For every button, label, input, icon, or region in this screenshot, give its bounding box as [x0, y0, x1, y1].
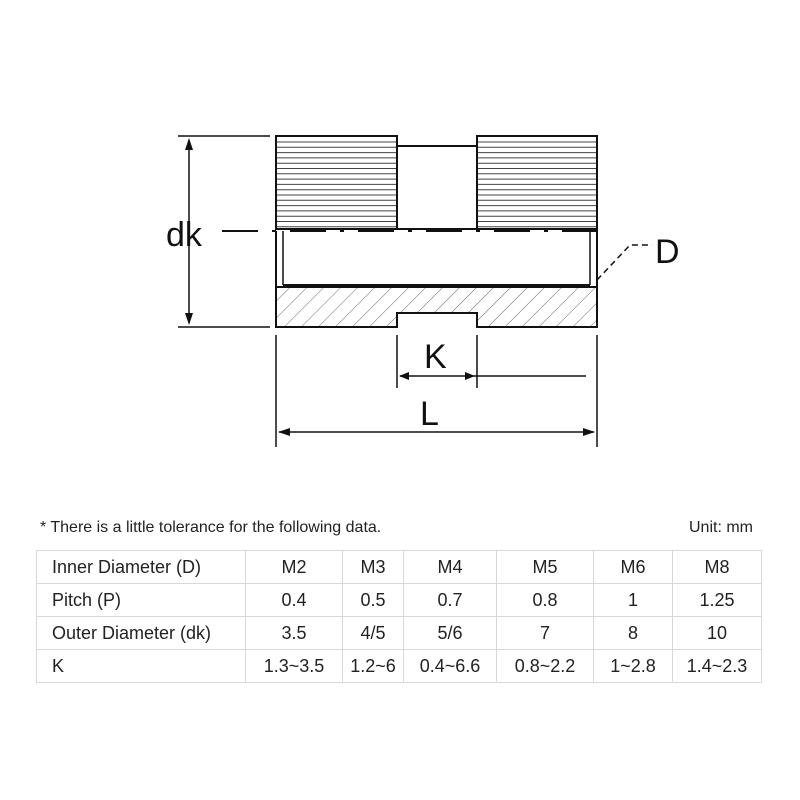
table-cell: 10 — [672, 616, 762, 650]
table-row: Inner Diameter (D) M2 M3 M4 M5 M6 M8 — [36, 550, 762, 584]
l-label: L — [420, 395, 439, 433]
row-label: K — [36, 649, 246, 683]
table-row: Outer Diameter (dk) 3.5 4/5 5/6 7 8 10 — [36, 616, 762, 650]
knurled-section-right — [476, 135, 598, 230]
table-cell: 0.4~6.6 — [403, 649, 497, 683]
hatched-wall — [275, 286, 598, 328]
insert-nut-dimension-drawing: dk D K L — [166, 135, 680, 447]
row-label: Inner Diameter (D) — [36, 550, 246, 584]
table-cell: 1 — [593, 583, 673, 617]
row-label: Pitch (P) — [36, 583, 246, 617]
table-cell: 7 — [496, 616, 594, 650]
table-cell: 0.8~2.2 — [496, 649, 594, 683]
table-cell: M2 — [245, 550, 343, 584]
specification-table: Inner Diameter (D) M2 M3 M4 M5 M6 M8 Pit… — [36, 550, 762, 683]
table-cell: 1.3~3.5 — [245, 649, 343, 683]
table-cell: 0.4 — [245, 583, 343, 617]
table-cell: 5/6 — [403, 616, 497, 650]
row-label: Outer Diameter (dk) — [36, 616, 246, 650]
table-cell: 0.7 — [403, 583, 497, 617]
l-dimension — [275, 335, 598, 447]
dk-label: dk — [166, 216, 203, 254]
table-cell: M4 — [403, 550, 497, 584]
table-cell: M5 — [496, 550, 594, 584]
table-cell: 0.8 — [496, 583, 594, 617]
table-cell: 4/5 — [342, 616, 404, 650]
table-cell: 0.5 — [342, 583, 404, 617]
table-cell: 1~2.8 — [593, 649, 673, 683]
table-cell: 1.4~2.3 — [672, 649, 762, 683]
table-cell: 3.5 — [245, 616, 343, 650]
d-leader — [596, 244, 652, 281]
unit-note: Unit: mm — [689, 519, 753, 536]
tolerance-note: * There is a little tolerance for the fo… — [40, 519, 382, 536]
knurled-section-left — [275, 135, 398, 230]
dk-dimension — [178, 135, 270, 328]
table-cell: M6 — [593, 550, 673, 584]
table-row: K 1.3~3.5 1.2~6 0.4~6.6 0.8~2.2 1~2.8 1.… — [36, 649, 762, 683]
table-cell: M3 — [342, 550, 404, 584]
k-label: K — [424, 338, 447, 376]
table-cell: M8 — [672, 550, 762, 584]
table-cell: 8 — [593, 616, 673, 650]
table-cell: 1.2~6 — [342, 649, 404, 683]
k-dimension — [396, 335, 586, 388]
d-label: D — [655, 233, 680, 271]
table-cell: 1.25 — [672, 583, 762, 617]
table-row: Pitch (P) 0.4 0.5 0.7 0.8 1 1.25 — [36, 583, 762, 617]
